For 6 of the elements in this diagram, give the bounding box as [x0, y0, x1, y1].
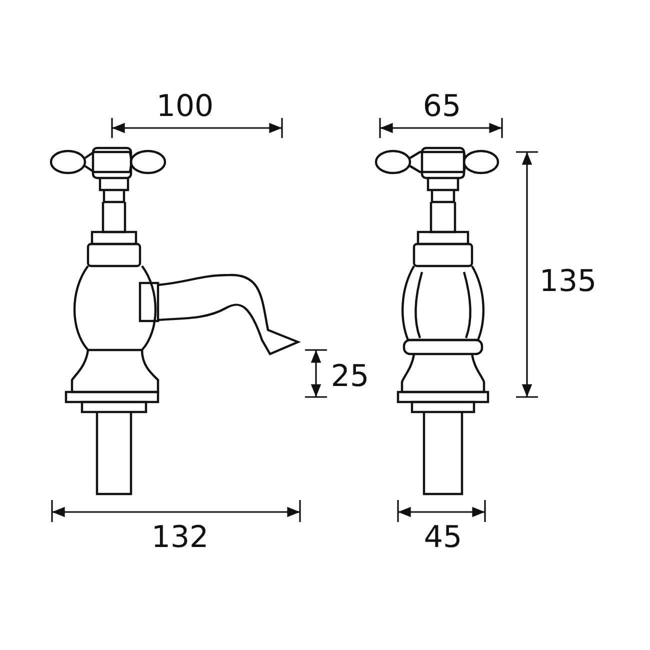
dimension-label: 132 [151, 523, 209, 553]
dimension-label: 65 [422, 92, 462, 122]
dimension-label: 45 [424, 523, 462, 553]
dimension-label: 25 [330, 362, 370, 392]
dimension-label: 100 [156, 92, 214, 122]
dimension-label: 135 [539, 267, 597, 297]
